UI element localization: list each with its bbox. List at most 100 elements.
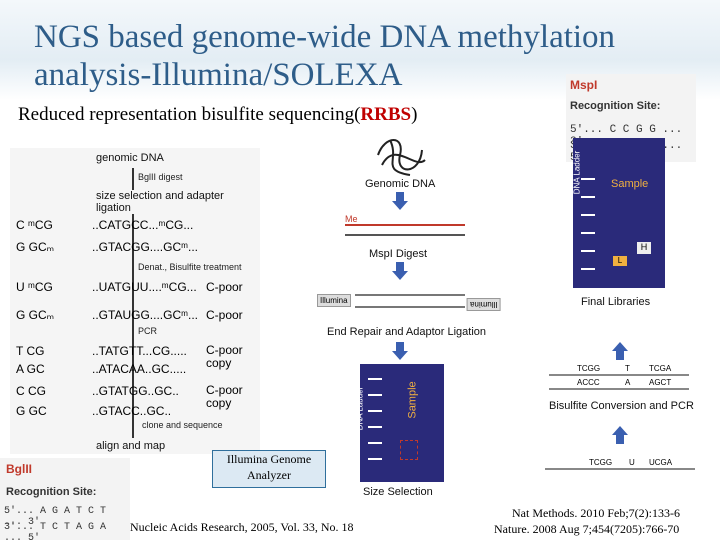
band-h: H: [637, 242, 651, 254]
gel-band: [581, 268, 595, 270]
row-col-b: ..ATACAA..GC.....: [92, 362, 187, 376]
row-col-a: G GC: [16, 404, 47, 418]
left-denat: Denat., Bisulfite treatment: [138, 262, 242, 272]
seq-tcgg: TCGG: [577, 364, 601, 373]
left-clone: clone and sequence: [142, 420, 223, 430]
gel-band: [581, 214, 595, 216]
right-gel-sample-label: Sample: [611, 178, 649, 190]
row-col-b: ..GTACC..GC..: [92, 404, 172, 418]
final-libraries-gel: DNA Ladder Sample H L: [572, 138, 665, 288]
citation-nar: Nucleic Acids Research, 2005, Vol. 33, N…: [130, 520, 354, 534]
slide-title: NGS based genome-wide DNA methylation an…: [34, 18, 674, 94]
band-l: L: [613, 256, 627, 266]
bglii-box: BglII Recognition Site: 5'... A G A T C …: [0, 458, 130, 544]
arrow-down-icon: [392, 262, 408, 280]
center-size-selection: Size Selection: [363, 486, 433, 498]
subtitle-suffix: ): [411, 104, 418, 125]
row-col-b: ..UATGUU....ᵐCG...: [92, 280, 197, 294]
row-col-b: ..GTAUGG....GCᵐ...: [92, 308, 198, 322]
row-col-a: A GC: [16, 362, 45, 376]
final-libraries-label: Final Libraries: [581, 296, 651, 308]
strand-top: [549, 374, 689, 376]
center-mspi-digest: MspI Digest: [369, 248, 428, 260]
seq-tcgg: TCGG: [589, 458, 613, 467]
seq-tcga: TCGA: [649, 364, 672, 373]
gel-band: [368, 410, 382, 412]
gel-band: [581, 250, 595, 252]
strand-top: [345, 224, 465, 226]
right-workflow-panel: DNA Ladder Sample H L Final Libraries TC…: [545, 128, 717, 500]
me-label: Me: [345, 214, 358, 224]
row-col-a: G GCₘ: [16, 308, 55, 322]
center-genomic-dna: Genomic DNA: [365, 178, 436, 190]
gel-ladder-label: DNA Ladder: [355, 386, 365, 431]
mspi-enzyme: MspI: [570, 78, 598, 92]
left-genomic-dna: genomic DNA: [96, 152, 164, 164]
title-line-1: NGS based genome-wide DNA methylation: [34, 19, 616, 55]
arrow-up-icon: [612, 342, 628, 360]
converted-strand: TCGG U UCGA: [545, 458, 695, 478]
left-workflow-panel: genomic DNA BglII digest size selection …: [10, 148, 260, 454]
row-col-c: C-poor copy: [206, 343, 243, 370]
bisulfite-pcr-label: Bisulfite Conversion and PCR: [549, 400, 694, 412]
bglii-recognition-label: Recognition Site:: [6, 486, 97, 498]
center-ligation-strands: [355, 290, 465, 314]
gel-band: [368, 442, 382, 444]
row-col-b: ..GTACGG....GCᵐ...: [92, 240, 198, 254]
left-size-selection: size selection and adapter ligation: [96, 190, 260, 214]
row-col-a: T CG: [16, 344, 45, 358]
seq-u: U: [629, 458, 635, 467]
callout-line-2: Analyzer: [247, 468, 291, 482]
gel-band: [368, 458, 382, 460]
row-col-a: U ᵐCG: [16, 280, 53, 294]
illumina-callout: Illumina Genome Analyzer: [212, 450, 326, 488]
row-col-a: C ᵐCG: [16, 218, 53, 232]
citation-natmeth: Nat Methods. 2010 Feb;7(2):133-6: [512, 506, 680, 520]
mspi-recognition-label: Recognition Site:: [570, 100, 661, 112]
seq-acgg: ACCC: [577, 378, 600, 387]
row-col-c: C-poor: [206, 280, 243, 294]
row-col-c: C-poor: [206, 308, 243, 322]
strand: [545, 468, 695, 470]
gel-cut-box: [400, 440, 418, 460]
row-col-a: G GCₘ: [16, 240, 55, 254]
gel-band: [368, 378, 382, 380]
strand-bottom: [355, 306, 465, 308]
title-line-2: analysis-Illumina/SOLEXA: [34, 57, 403, 93]
callout-line-1: Illumina Genome: [226, 452, 312, 466]
row-col-c: C-poor copy: [206, 383, 243, 410]
gel-band: [581, 178, 595, 180]
row-col-b: ..TATGTT...CG.....: [92, 344, 187, 358]
illumina-adaptor-left: Illumina: [317, 294, 351, 307]
arrow-up-icon: [612, 426, 628, 444]
gel-band: [581, 196, 595, 198]
row-col-b: ..CATGCC...ᵐCG...: [92, 218, 194, 232]
strand-top: [355, 294, 465, 296]
left-align: align and map: [96, 440, 166, 452]
subtitle-acronym: RRBS: [360, 104, 412, 125]
seq-a: A: [625, 378, 631, 387]
gel-band: [368, 394, 382, 396]
bglii-seq-top: 5'... A G A T C T ... 3': [4, 506, 107, 528]
left-flow-line: [132, 168, 134, 438]
center-end-repair: End Repair and Adaptor Ligation: [327, 326, 487, 338]
center-workflow-panel: Genomic DNA Me MspI Digest Illumina Illu…: [315, 128, 515, 500]
gel-sample-label: Sample: [406, 381, 419, 419]
slide-subtitle: Reduced representation bisulfite sequenc…: [18, 104, 417, 126]
bglii-enzyme: BglII: [6, 462, 32, 476]
seq-t: T: [625, 364, 630, 373]
citation-nature: Nature. 2008 Aug 7;454(7205):766-70: [494, 522, 680, 536]
subtitle-prefix: Reduced representation bisulfite sequenc…: [18, 104, 361, 125]
size-selection-gel: DNA Ladder Sample: [355, 364, 444, 482]
gel-band: [581, 232, 595, 234]
strand-bottom: [549, 388, 689, 390]
row-col-a: C CG: [16, 384, 46, 398]
bglii-seq-bottom: 3'... T C T A G A ... 5': [4, 522, 107, 544]
seq-agct: AGCT: [649, 378, 672, 387]
right-gel-ladder-label: DNA Ladder: [572, 150, 582, 195]
left-pcr: PCR: [138, 326, 158, 336]
strand-bottom: [345, 234, 465, 236]
left-bglii-digest: BglII digest: [138, 172, 183, 182]
seq-ucga: UCGA: [649, 458, 673, 467]
illumina-adaptor-right: Illumina: [467, 298, 501, 311]
